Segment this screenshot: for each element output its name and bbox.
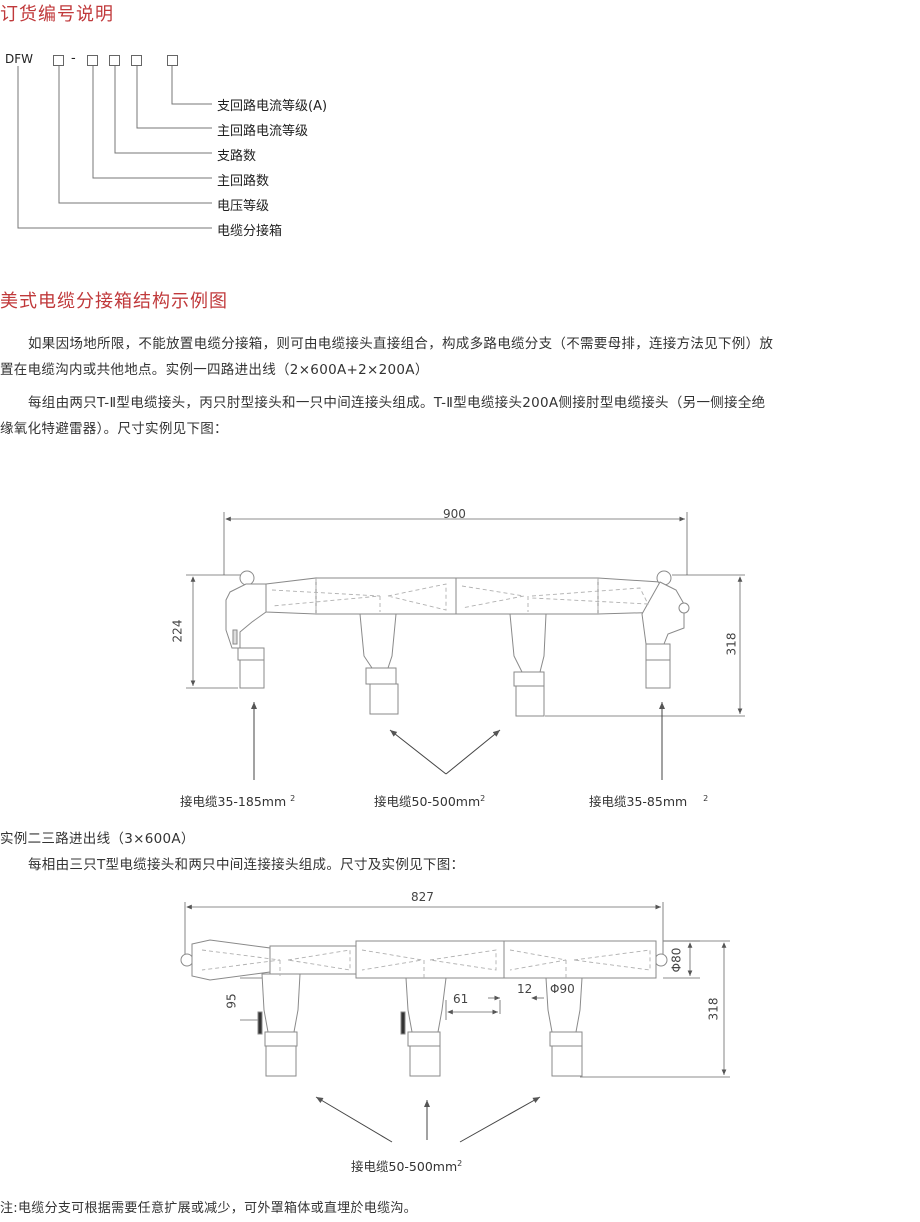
code-dash: - xyxy=(71,51,76,66)
code-box-branches xyxy=(109,55,120,66)
d1-cable-mid: 接电缆50-500mm2 xyxy=(374,793,486,809)
code-box-branch-current xyxy=(167,55,178,66)
code-box-main-circuits xyxy=(87,55,98,66)
d2-dim-phi90: Φ90 xyxy=(550,982,575,996)
d2-dim-61: 61 xyxy=(453,992,469,1006)
paragraph2-line1: 每组由两只T-Ⅱ型电缆接头，丙只肘型接头和一只中间连接头组成。T-Ⅱ型电缆接头2… xyxy=(28,395,766,411)
structure-title: 美式电缆分接箱结构示例图 xyxy=(0,291,228,312)
paragraph1-line1: 如果因场地所限，不能放置电缆分接箱，则可由电缆接头直接组合，构成多路电缆分支（不… xyxy=(28,336,774,352)
code-item-1: 支回路电流等级(A) xyxy=(217,99,328,114)
paragraph2-line2: 缘氧化特避雷器）。尺寸实例见下图： xyxy=(0,421,228,437)
d2-dim-phi80: Φ80 xyxy=(669,947,684,973)
d2-dim-318: 318 xyxy=(706,997,721,1021)
d2-dim-95: 95 xyxy=(224,993,239,1009)
d2-dim-12: 12 xyxy=(517,982,533,996)
footer-note: 注:电缆分支可根据需要任意扩展或减少，可外罩箱体或直埋於电缆沟。 xyxy=(0,1201,417,1216)
d2-cable-label: 接电缆50-500mm2 xyxy=(351,1158,463,1174)
d1-cable-left: 接电缆35-185mm 2 xyxy=(180,793,296,809)
code-item-2: 主回路电流等级 xyxy=(217,124,309,139)
order-code-title: 订货编号说明 xyxy=(0,4,114,25)
d2-dim-width: 827 xyxy=(411,890,434,904)
d1-dim-width: 900 xyxy=(443,507,466,521)
paragraph1-line2: 置在电缆沟内或共他地点。实例一四路进出线（2×600A+2×200A） xyxy=(0,362,429,378)
code-item-3: 支路数 xyxy=(217,149,257,164)
code-box-voltage xyxy=(53,55,64,66)
code-item-5: 电压等级 xyxy=(217,199,270,214)
code-prefix: DFW xyxy=(5,52,34,66)
code-item-6: 电缆分接箱 xyxy=(217,224,283,239)
d1-cable-right: 接电缆35-85mm 2 xyxy=(589,793,709,809)
example2-description: 每相由三只T型电缆接头和两只中间连接接头组成。尺寸及实例见下图： xyxy=(28,857,465,873)
example2-title: 实例二三路进出线（3×600A） xyxy=(0,831,195,847)
code-item-4: 主回路数 xyxy=(217,174,270,189)
code-box-main-current xyxy=(131,55,142,66)
